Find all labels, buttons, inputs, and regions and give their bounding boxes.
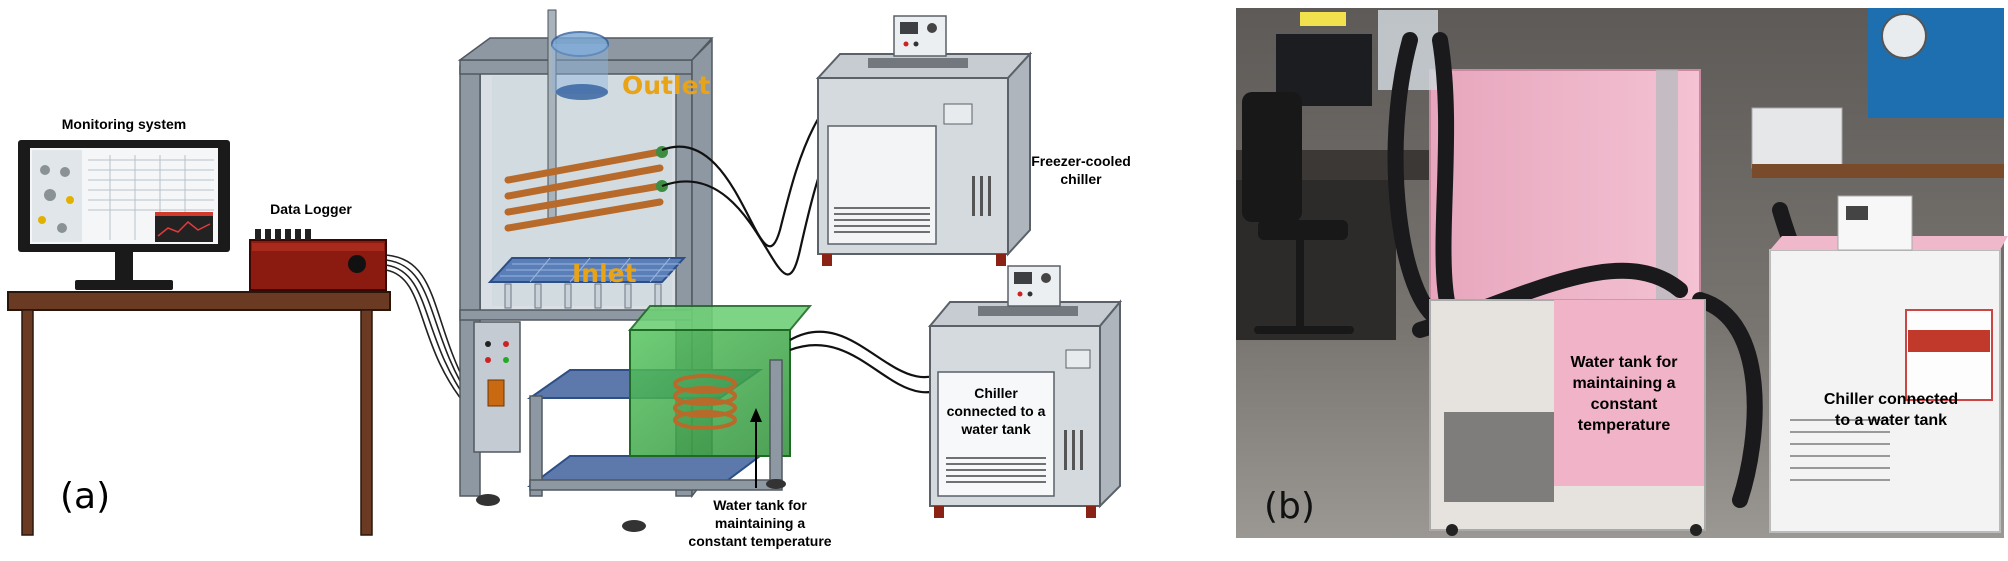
freezer-chiller-label-line: chiller: [1060, 171, 1102, 187]
office-chair: [1242, 92, 1354, 334]
panel-b-tag: (b): [1264, 486, 1315, 527]
tank-chiller-label-line: connected to a: [947, 403, 1046, 419]
water-tank-caption-line: Water tank for: [713, 497, 807, 513]
monitor: [18, 140, 230, 290]
panel-a: Monitoring system Data Logger: [7, 9, 1131, 549]
water-tank-caption-line: constant temperature: [688, 533, 831, 549]
chiller-caption-b: Chiller connected to a water tank: [1824, 391, 1958, 429]
water-tank-caption-line: maintaining a: [715, 515, 805, 531]
outlet-label: Outlet: [622, 71, 711, 100]
lab-instrument: [1751, 107, 1843, 169]
tank-chiller: [927, 265, 1123, 518]
water-tank-insulation: [1554, 300, 1704, 486]
monitoring-system-label: Monitoring system: [62, 116, 186, 132]
chiller-caption-b-line: Chiller connected: [1824, 391, 1958, 408]
warning-sign: [1300, 12, 1346, 26]
water-tank-caption-a: Water tank for maintaining a constant te…: [688, 497, 831, 549]
panel-b-photo: Water tank for maintaining a constant te…: [1236, 8, 2008, 538]
tank-chiller-label-line: Chiller: [974, 385, 1018, 401]
chiller-controller: [1837, 195, 1913, 251]
freezer-chiller-label: Freezer-cooled chiller: [1031, 153, 1131, 187]
logger-cables: [385, 254, 471, 411]
desk: [7, 291, 391, 536]
data-logger-label: Data Logger: [270, 201, 352, 217]
inlet-label: Inlet: [572, 259, 637, 288]
tank-chiller-label: Chiller connected to a water tank: [947, 385, 1046, 437]
freezer-chiller-label-line: Freezer-cooled: [1031, 153, 1131, 169]
water-tank-caption-b-line: constant: [1591, 396, 1658, 413]
water-tank-caption-b: Water tank for maintaining a constant te…: [1571, 354, 1678, 434]
tank-chiller-label-line: water tank: [960, 421, 1030, 437]
chiller-caption-b-line: to a water tank: [1835, 412, 1947, 429]
panel-a-tag: (a): [60, 476, 110, 517]
water-tank-pointer: [750, 408, 762, 488]
water-tank-caption-b-line: Water tank for: [1571, 354, 1678, 371]
water-tank-caption-b-line: temperature: [1578, 417, 1671, 434]
freezer-chiller: [815, 15, 1033, 266]
hazard-label: [1905, 309, 1993, 401]
data-logger: [249, 229, 387, 291]
water-tank-caption-b-line: maintaining a: [1572, 375, 1675, 392]
test-rig: [457, 9, 813, 532]
pressure-gauge: [1881, 13, 1927, 59]
